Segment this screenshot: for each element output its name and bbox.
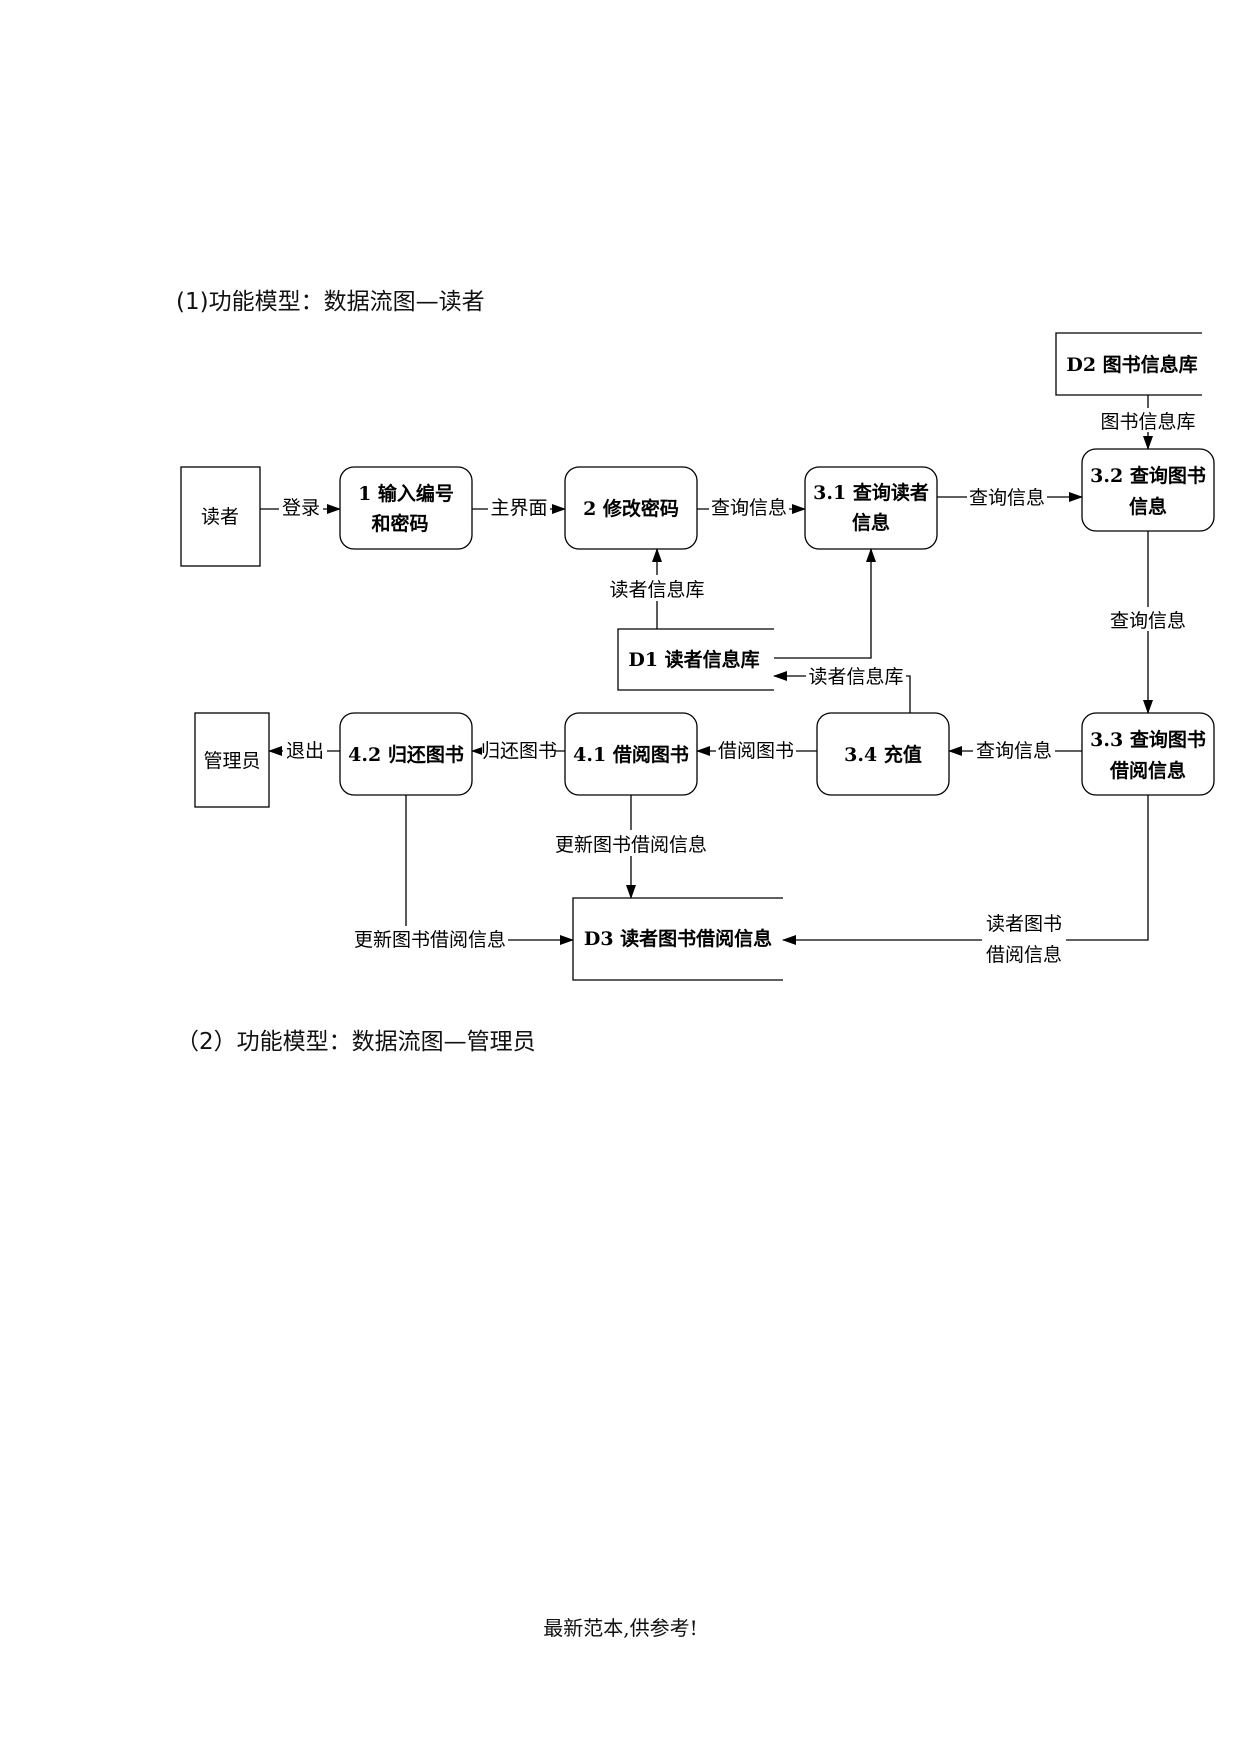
flow-login-label: 登录 xyxy=(282,497,320,519)
flow-query-info-1-label: 查询信息 xyxy=(711,497,787,519)
flow-borrow-book-label: 借阅图书 xyxy=(718,740,794,762)
entity-admin: 管理员 xyxy=(194,712,270,808)
flow-query-info-31-to-32: 查询信息 xyxy=(937,484,1083,509)
flow-update-borrow-41-to-d3: 更新图书借阅信息 xyxy=(554,795,708,899)
process-3-2-label-line2: 信息 xyxy=(1129,495,1167,518)
flow-logout: 退出 xyxy=(268,737,340,762)
page-footer: 最新范本,供参考! xyxy=(543,1616,698,1640)
entity-reader: 读者 xyxy=(180,466,261,567)
flow-reader-book-label-line1: 读者图书 xyxy=(986,913,1062,935)
flow-update-borrow-2-label: 更新图书借阅信息 xyxy=(354,929,506,951)
process-4-2-return-book: 4.2 归还图书 xyxy=(339,712,473,796)
datastore-d1-reader-db: D1 读者信息库 xyxy=(617,628,774,691)
flow-reader-book-label-line2: 借阅信息 xyxy=(986,944,1062,966)
flow-update-borrow-1-label: 更新图书借阅信息 xyxy=(555,834,707,856)
flow-query-info-3-label: 查询信息 xyxy=(1110,610,1186,632)
flow-book-db-label: 图书信息库 xyxy=(1100,411,1195,433)
process-3-1-label-line2: 信息 xyxy=(852,511,890,534)
process-3-1-label-line1: 3.1 查询读者 xyxy=(813,481,929,504)
process-3-4-recharge: 3.4 充值 xyxy=(816,712,950,796)
flow-book-db: 图书信息库 xyxy=(1096,395,1200,450)
flow-update-borrow-42-to-d3: 更新图书借阅信息 xyxy=(352,795,574,952)
process-1-label-line1: 1 输入编号 xyxy=(358,482,454,505)
process-3-3-query-borrow: 3.3 查询图书 借阅信息 xyxy=(1081,712,1215,796)
flow-login: 登录 xyxy=(260,494,341,519)
process-3-3-label-line1: 3.3 查询图书 xyxy=(1090,728,1206,751)
process-4-1-label: 4.1 借阅图书 xyxy=(573,743,689,766)
flow-reader-db-to-2: 读者信息库 xyxy=(607,548,707,629)
process-2-label: 2 修改密码 xyxy=(583,497,679,520)
entity-reader-label: 读者 xyxy=(201,506,239,528)
entity-admin-label: 管理员 xyxy=(203,750,260,772)
flow-query-info-2-to-31: 查询信息 xyxy=(697,494,806,519)
process-3-2-query-book: 3.2 查询图书 信息 xyxy=(1081,448,1215,532)
process-1-label-line2: 和密码 xyxy=(371,512,428,535)
process-1-input-id-password: 1 输入编号 和密码 xyxy=(339,466,473,550)
process-4-1-borrow-book: 4.1 借阅图书 xyxy=(564,712,698,796)
process-4-2-label: 4.2 归还图书 xyxy=(348,743,464,766)
datastore-d3-label: D3 读者图书借阅信息 xyxy=(584,927,772,950)
process-3-1-query-reader: 3.1 查询读者 信息 xyxy=(804,466,938,550)
section1-heading: (1)功能模型：数据流图—读者 xyxy=(176,289,485,315)
datastore-d2-label: D2 图书信息库 xyxy=(1066,353,1197,376)
flow-logout-label: 退出 xyxy=(286,740,324,762)
process-2-change-password: 2 修改密码 xyxy=(564,466,698,550)
flow-reader-db-34-to-d1: 读者信息库 xyxy=(773,663,911,713)
datastore-d3-borrow-info: D3 读者图书借阅信息 xyxy=(572,897,783,981)
flow-main-ui-label: 主界面 xyxy=(490,497,547,519)
datastore-d1-label: D1 读者信息库 xyxy=(628,648,759,671)
section2-heading: （2）功能模型：数据流图—管理员 xyxy=(176,1029,536,1055)
flow-main-ui: 主界面 xyxy=(472,494,566,519)
flow-return-book: 归还图书 xyxy=(471,737,565,762)
flow-query-info-33-to-34: 查询信息 xyxy=(948,737,1082,762)
process-3-3-label-line2: 借阅信息 xyxy=(1109,759,1186,782)
flow-reader-db-2-label: 读者信息库 xyxy=(808,666,903,688)
flow-query-info-32-to-33: 查询信息 xyxy=(1106,531,1190,714)
flow-query-info-4-label: 查询信息 xyxy=(976,740,1052,762)
flow-reader-db-1-label: 读者信息库 xyxy=(609,579,704,601)
flow-d1-to-31 xyxy=(774,548,876,659)
datastore-d2-book-db: D2 图书信息库 xyxy=(1055,332,1202,396)
flow-reader-book-borrow-33-to-d3: 读者图书 借阅信息 xyxy=(782,795,1149,967)
flow-return-book-label: 归还图书 xyxy=(481,740,557,762)
flow-query-info-2-label: 查询信息 xyxy=(969,487,1045,509)
process-3-4-label: 3.4 充值 xyxy=(844,743,922,766)
process-3-2-label-line1: 3.2 查询图书 xyxy=(1090,464,1206,487)
flow-borrow-book: 借阅图书 xyxy=(696,737,817,762)
